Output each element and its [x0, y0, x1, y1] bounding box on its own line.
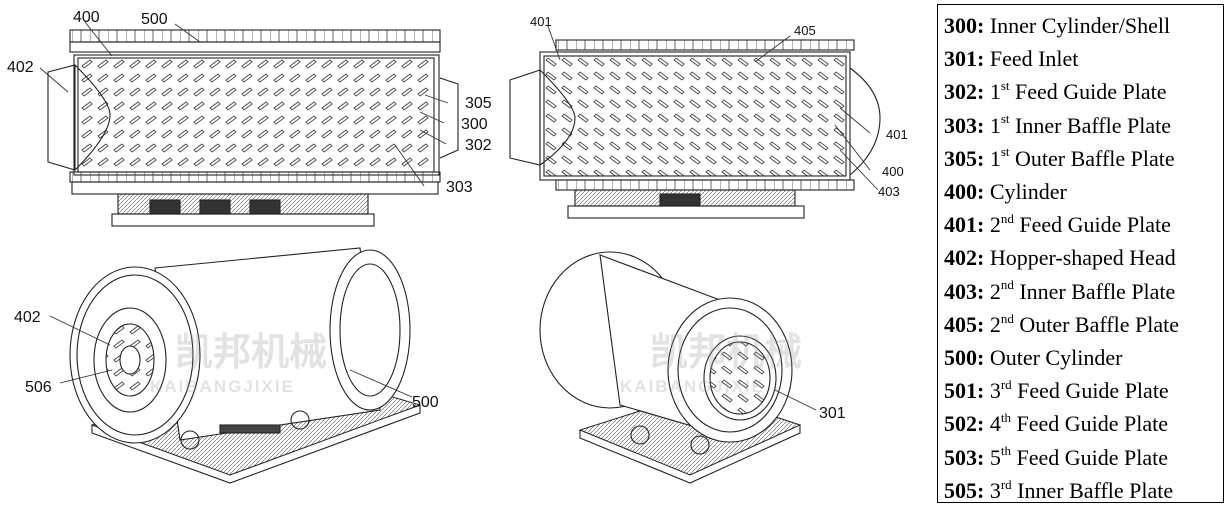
legend-text: 2	[989, 311, 1001, 337]
patent-figure: 400 500 402 305 300 302 303 401 405 401 …	[7, 9, 908, 484]
callout-bl-506: 506	[25, 379, 52, 396]
legend-code: 300:	[944, 13, 985, 38]
legend-row-300: 300: Inner Cylinder/Shell	[944, 9, 1223, 42]
legend-code: 502:	[944, 411, 985, 437]
legend-text: 5	[989, 444, 1001, 470]
legend-row-503: 503: 5th Feed Guide Plate	[944, 443, 1168, 470]
callout-tl-500: 500	[141, 11, 168, 28]
callout-tl-300: 300	[461, 116, 488, 133]
legend-code: 305:	[944, 145, 985, 171]
callout-tr-403: 403	[878, 184, 900, 199]
svg-text:凯邦机械: 凯邦机械	[650, 332, 802, 374]
legend-text: Hopper-shaped Head	[989, 245, 1176, 271]
legend-code: 505:	[944, 477, 985, 503]
legend-row-303: 303: 1st Inner Baffle Plate	[944, 111, 1171, 138]
section-view-left	[47, 29, 459, 227]
legend-code: 501:	[944, 378, 985, 404]
legend-row-501: 501: 3rd Feed Guide Plate	[944, 376, 1169, 404]
legend-code: 500:	[944, 345, 985, 371]
legend-row-505: 505: 3rd Inner Baffle Plate	[944, 476, 1174, 503]
watermark-right: 凯邦机械 KAIBANGJIXIE	[620, 332, 802, 396]
legend-row-305: 305: 1st Outer Baffle Plate	[944, 144, 1175, 171]
legend-text: 1	[989, 79, 1001, 105]
legend-text: 2	[989, 212, 1001, 238]
svg-text:KAIBANGJIXIE: KAIBANGJIXIE	[150, 377, 295, 396]
legend-text: Inner Cylinder/Shell	[989, 13, 1171, 38]
callout-tl-402: 402	[7, 59, 34, 76]
callout-tr-405: 405	[794, 23, 816, 38]
callout-tr-401b: 401	[886, 127, 908, 142]
legend-text: Outer Cylinder	[989, 345, 1123, 371]
legend-row-400: 400: Cylinder	[944, 175, 1223, 208]
callout-br-301: 301	[819, 405, 846, 422]
legend-text: 4	[989, 411, 1001, 437]
legend-row-402: 402: Hopper-shaped Head	[944, 241, 1223, 274]
svg-text:凯邦机械: 凯邦机械	[175, 332, 327, 374]
callout-bl-500: 500	[412, 394, 439, 411]
callout-tl-400: 400	[73, 9, 100, 26]
legend-code: 401:	[944, 212, 985, 238]
legend-code: 301:	[944, 46, 985, 72]
legend-code: 302:	[944, 79, 985, 105]
legend-row-405: 405: 2nd Outer Baffle Plate	[944, 310, 1179, 337]
legend-text: 2	[989, 278, 1001, 304]
callout-labels: 400 500 402 305 300 302 303 401 405 401 …	[7, 9, 908, 422]
section-view-right	[509, 39, 881, 219]
legend-text: 1	[989, 145, 1001, 171]
legend-text: 3	[989, 378, 1001, 404]
legend-row-301: 301: Feed Inlet	[944, 42, 1223, 75]
callout-tl-302: 302	[465, 137, 492, 154]
watermark-left: 凯邦机械 KAIBANGJIXIE	[150, 332, 327, 396]
legend-row-403: 403: 2nd Inner Baffle Plate	[944, 277, 1176, 304]
legend-text: Cylinder	[989, 179, 1067, 205]
legend-code: 405:	[944, 311, 985, 337]
drum-3d-right	[539, 251, 802, 484]
legend-text: Feed Inlet	[989, 46, 1079, 72]
callout-tl-305: 305	[465, 95, 492, 112]
legend-code: 503:	[944, 444, 985, 470]
drum-3d-left	[69, 247, 422, 484]
legend-text: 3	[989, 477, 1001, 503]
legend-code: 403:	[944, 278, 985, 304]
callout-tr-400: 400	[882, 164, 904, 179]
parts-legend: 300: Inner Cylinder/Shell 301: Feed Inle…	[937, 4, 1224, 503]
leader-lines	[39, 21, 879, 411]
legend-row-502: 502: 4th Feed Guide Plate	[944, 410, 1168, 437]
legend-row-500: 500: Outer Cylinder	[944, 341, 1223, 374]
legend-text: 1	[989, 112, 1001, 138]
legend-row-401: 401: 2nd Feed Guide Plate	[944, 210, 1171, 238]
legend-code: 402:	[944, 245, 985, 271]
legend-row-302: 302: 1st Feed Guide Plate	[944, 78, 1167, 105]
legend-code: 303:	[944, 112, 985, 138]
legend-code: 400:	[944, 179, 985, 205]
svg-text:KAIBANGJIXIE: KAIBANGJIXIE	[620, 377, 765, 396]
callout-bl-402: 402	[14, 309, 41, 326]
callout-tl-303: 303	[446, 179, 473, 196]
callout-tr-401a: 401	[530, 14, 552, 29]
